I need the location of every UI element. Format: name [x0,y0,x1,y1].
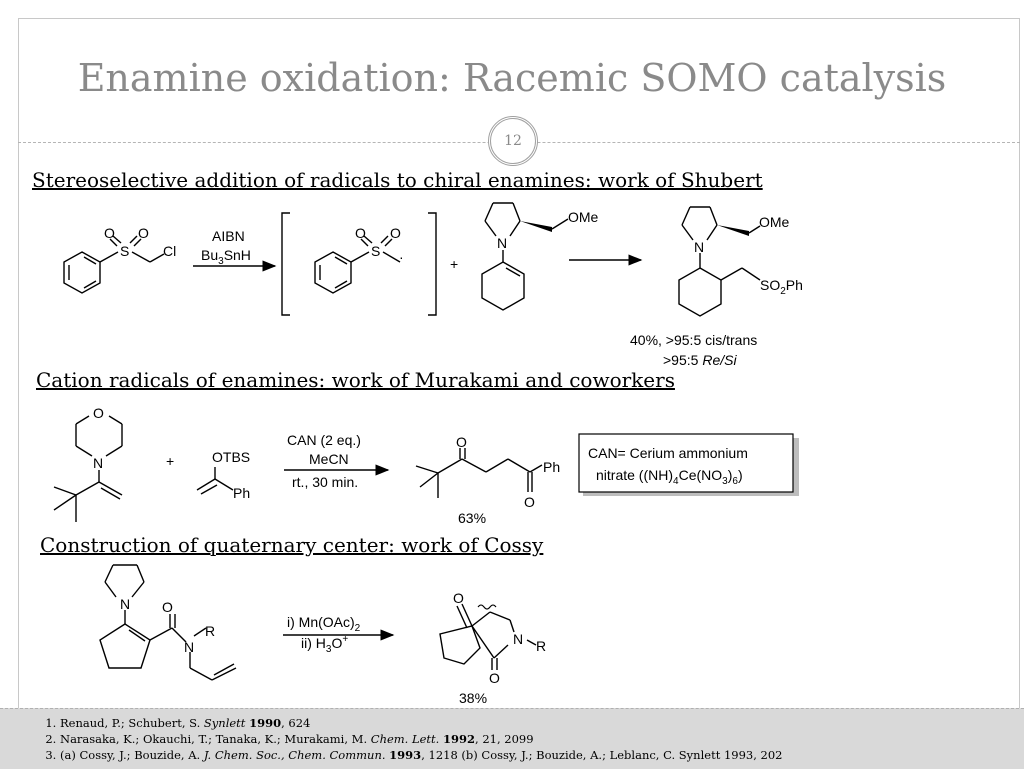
radical-dot: · [399,249,404,265]
benzene-ring-2 [314,251,352,294]
plus-sign: + [450,256,458,272]
atom-O: O [456,434,467,450]
label-ome: OMe [568,209,599,225]
section-heading-shubert: Stereoselective addition of radicals to … [32,168,763,192]
label-r: R [205,623,215,639]
atom-O: O [453,590,464,606]
label-r: R [536,638,546,654]
condition-h3o: ii) H3O+ [301,634,348,655]
can-box-line1: CAN= Cerium ammonium [588,445,748,461]
reference-3: (a) Cossy, J.; Bouzide, A. J. Chem. Soc.… [60,747,1024,763]
yield-shubert: 40%, >95:5 cis/trans [630,332,757,348]
pyrrolidine-ring-1 [484,202,521,237]
atom-O: O [93,405,104,421]
label-ome: OMe [759,214,790,230]
condition-mnoac: i) Mn(OAc)2 [287,614,361,634]
condition-mecn: MeCN [309,451,349,467]
cyclohexane-ring [678,267,722,317]
atom-O: O [138,225,149,241]
plus-sign: + [166,453,174,469]
label-ph: Ph [543,459,560,475]
slide-number: 12 [488,116,538,166]
reagent-bu3snh: Bu3SnH [201,247,251,267]
spiro-lactam [439,603,537,670]
reference-2: Narasaka, K.; Okauchi, T.; Tanaka, K.; M… [60,731,1024,747]
selectivity-shubert: >95:5 Re/Si [663,352,737,368]
label-ph: Ph [233,485,250,501]
atom-S: S [120,243,129,259]
references-panel: Renaud, P.; Schubert, S. Synlett 1990, 6… [0,708,1024,769]
yield-cossy: 38% [459,690,487,706]
atom-O: O [355,225,366,241]
atom-O: O [390,225,401,241]
atom-N: N [184,639,194,655]
can-box-line2: nitrate ((NH)4Ce(NO3)6) [596,467,743,487]
pyrrolidine-ring-2 [681,206,718,241]
reference-1: Renaud, P.; Schubert, S. Synlett 1990, 6… [60,715,1024,731]
atom-Cl: Cl [163,243,176,259]
atom-N: N [694,239,704,255]
atom-O: O [162,599,173,615]
atom-S: S [371,243,380,259]
benzene-ring-1 [63,251,101,294]
morpholine-ring [75,415,123,457]
atom-N: N [497,235,507,251]
atom-N: N [513,631,523,647]
condition-can: CAN (2 eq.) [287,432,361,448]
section-heading-murakami: Cation radicals of enamines: work of Mur… [36,368,675,392]
cyclopentene-ring [99,623,151,669]
condition-time: rt., 30 min. [292,474,358,490]
label-otbs: OTBS [212,449,250,465]
yield-murakami: 63% [458,510,486,526]
atom-O: O [104,225,115,241]
atom-O: O [489,670,500,686]
can-definition-box [578,433,794,493]
atom-N: N [93,455,103,471]
label-so2ph: SO2Ph [760,277,803,297]
pyrrolidine-ring-3 [104,564,145,598]
atom-O: O [524,494,535,510]
atom-N: N [120,596,130,612]
section-heading-cossy: Construction of quaternary center: work … [40,533,544,557]
slide-title: Enamine oxidation: Racemic SOMO catalysi… [77,56,947,100]
reagent-aibn: AIBN [212,228,245,244]
cyclohexene-ring [481,261,525,311]
